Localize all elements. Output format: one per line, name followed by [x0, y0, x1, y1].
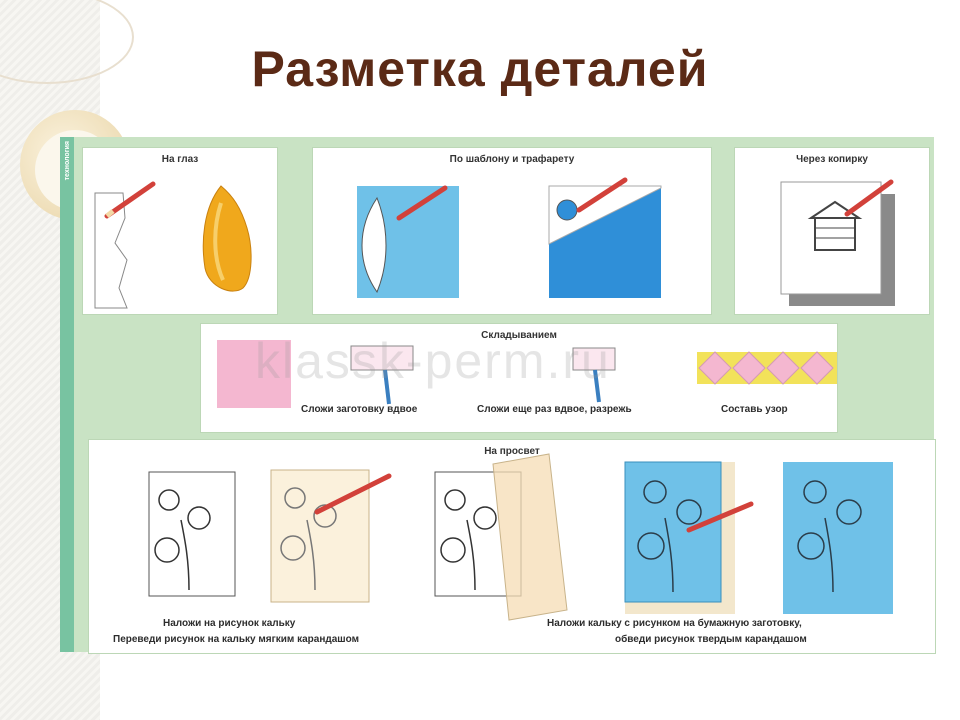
slide-title: Разметка деталей: [251, 41, 709, 97]
panel-carbon-copy: Через копирку: [734, 147, 930, 315]
folding-step-3: Составь узор: [721, 404, 788, 415]
panel-folding: Складыванием Сложи заготовку вдвое Сложи…: [200, 323, 838, 433]
sidebar-label: технология: [64, 141, 71, 181]
folding-step-1: Сложи заготовку вдвое: [301, 404, 418, 415]
panel-title-by-eye: На глаз: [161, 154, 199, 165]
by-eye-illustration: [94, 181, 252, 309]
panel-title-folding: Складыванием: [481, 330, 557, 341]
tracing-illustration: [148, 453, 893, 621]
folding-step-2: Сложи еще раз вдвое, разрежь: [477, 404, 632, 415]
panel-template: По шаблону и трафарету: [312, 147, 712, 315]
light-caption-left-1: Наложи на рисунок кальку: [163, 618, 296, 629]
illustration-board: технология На глаз По шаблону и трафарет…: [60, 137, 936, 654]
panel-title-template: По шаблону и трафарету: [449, 154, 575, 165]
folding-illustration: [217, 340, 837, 408]
light-caption-right-1: Наложи кальку с рисунком на бумажную заг…: [547, 618, 802, 629]
watermark: klassk-perm.ru: [255, 333, 611, 389]
template-illustration: [357, 177, 662, 298]
panel-by-eye: На глаз: [82, 147, 278, 315]
light-caption-left-2: Переведи рисунок на кальку мягким каранд…: [113, 634, 359, 645]
light-caption-right-2: обведи рисунок твердым карандашом: [615, 634, 807, 645]
sidebar-strip: технология: [60, 137, 74, 652]
panel-title-carbon: Через копирку: [796, 154, 868, 165]
carbon-illustration: [780, 179, 895, 306]
panel-title-light: На просвет: [484, 446, 540, 457]
panel-on-light: На просвет: [88, 439, 936, 654]
